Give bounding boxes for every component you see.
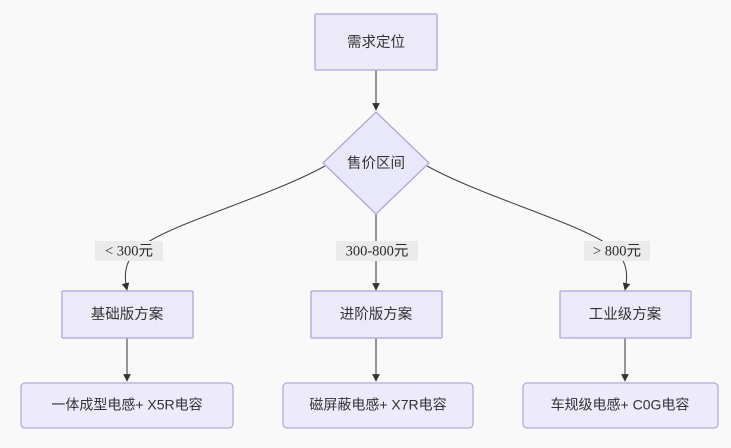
- node-shape-rounded-rect[interactable]: [522, 382, 719, 429]
- edge-label-tier3: > 800元: [593, 243, 641, 259]
- node-shape-diamond[interactable]: [322, 111, 430, 215]
- node-label-root: 需求定位: [347, 34, 405, 51]
- edge-label-background: [584, 241, 650, 261]
- node-shape-rounded-rect[interactable]: [282, 382, 474, 429]
- node-label-result2: 磁屏蔽电感+ X7R电容: [309, 397, 446, 413]
- edge-line: [426, 165, 631, 291]
- node-result1[interactable]: 一体成型电感+ X5R电容: [20, 382, 234, 429]
- node-shape-rect[interactable]: [61, 290, 194, 339]
- node-decision[interactable]: 售价区间: [322, 111, 430, 215]
- node-shape-rect[interactable]: [559, 290, 692, 339]
- edge-line: [121, 165, 326, 291]
- node-shape-rounded-rect[interactable]: [20, 382, 234, 429]
- node-tier2[interactable]: 进阶版方案: [310, 290, 443, 339]
- node-root[interactable]: 需求定位: [314, 13, 438, 71]
- node-result2[interactable]: 磁屏蔽电感+ X7R电容: [282, 382, 474, 429]
- node-label-result3: 车规级电感+ C0G电容: [551, 397, 690, 413]
- edge-label-tier2: 300-800元: [346, 243, 409, 259]
- node-label-tier2: 进阶版方案: [340, 305, 413, 323]
- node-label-decision: 售价区间: [347, 155, 405, 172]
- node-shape-rect[interactable]: [310, 290, 443, 339]
- edge-label-background: [336, 241, 418, 261]
- node-tier3[interactable]: 工业级方案: [559, 290, 692, 339]
- node-label-result1: 一体成型电感+ X5R电容: [51, 397, 202, 413]
- node-shape-rect[interactable]: [314, 13, 438, 71]
- edge-decision-to-tier1: < 300元: [95, 165, 326, 291]
- edge-decision-to-tier3: > 800元: [426, 165, 650, 291]
- edge-label-background: [95, 241, 163, 261]
- edge-label-tier1: < 300元: [105, 243, 153, 259]
- node-label-tier1: 基础版方案: [91, 305, 164, 323]
- edge-decision-to-tier2: 300-800元: [336, 212, 418, 291]
- node-result3[interactable]: 车规级电感+ C0G电容: [522, 382, 719, 429]
- node-tier1[interactable]: 基础版方案: [61, 290, 194, 339]
- node-label-tier3: 工业级方案: [589, 305, 662, 323]
